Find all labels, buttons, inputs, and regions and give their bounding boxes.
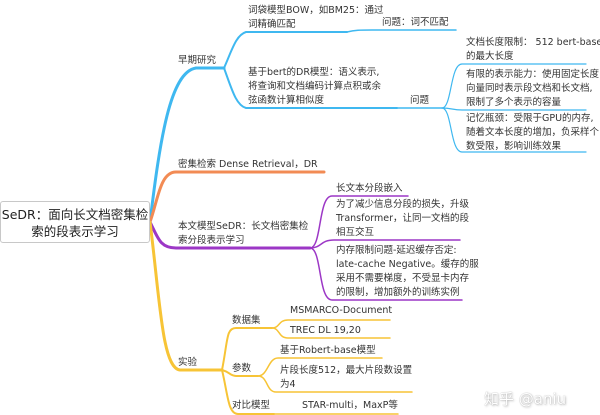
link-root-early: [148, 66, 226, 224]
sedr-item-2-line-3: 相互交互: [336, 227, 375, 238]
node-params: 参数: [232, 363, 252, 374]
link-exp-dataset: [221, 327, 273, 371]
link-params-2: [257, 375, 413, 393]
node-bert-problem: 问题: [410, 95, 430, 106]
problem-2-line-3: 限制了多个表示的容量: [466, 97, 562, 108]
link-sedr-1: [309, 195, 409, 249]
problem-1-line-2: 的最大长度: [466, 51, 514, 62]
node-bow-line-1: 词袋模型BOW，如BM25：通过: [248, 5, 384, 16]
node-compare-models: 对比模型: [232, 400, 271, 411]
link-exp-compare: [221, 369, 275, 415]
link-bow-problem: [346, 29, 457, 33]
link-early-bow: [223, 31, 348, 69]
sedr-item-3-line-4: 的限制，增加额外的训练实例: [336, 287, 460, 298]
node-bow-problem: 问题：词不匹配: [382, 17, 449, 28]
node-bow-line-2: 词精确匹配: [248, 19, 296, 30]
node-sedr-line-2: 索分段表示学习: [178, 235, 245, 246]
watermark: 知乎 @aniu: [484, 390, 567, 408]
node-sedr-line-1: 本文模型SeDR：长文档密集检: [178, 221, 309, 232]
link-problem-2: [441, 107, 587, 111]
node-experiments: 实验: [178, 357, 198, 368]
link-early-bert: [223, 67, 398, 109]
params-item-2-line-1: 片段长度512，最大片段数设置: [280, 365, 413, 376]
link-sedr-2: [309, 239, 461, 249]
link-root-sedr: [148, 220, 312, 250]
node-bert-line-3: 弦函数计算相似度: [248, 95, 325, 106]
sedr-item-3-line-2: late-cache Negative。缓存的服: [336, 259, 479, 270]
problem-3-line-3: 数受限，影响训练效果: [466, 141, 562, 152]
sedr-item-3-line-3: 采用不需要梯度，不受显卡内存: [336, 273, 470, 284]
sedr-item-3-line-1: 内存限制问题-延迟缓存否定:: [336, 245, 457, 256]
sedr-item-1: 长文本分段嵌入: [336, 183, 403, 194]
node-bert-line-1: 基于bert的DR模型：语义表示,: [248, 67, 380, 78]
node-bert-line-2: 将查询和文档编码计算点积或余: [248, 81, 382, 92]
node-early-research: 早期研究: [178, 55, 217, 66]
root-node: SeDR：面向长文档密集检 索的段表示学习: [0, 201, 150, 243]
problem-3-line-2: 随着文本长度的增加，负采样个: [466, 127, 600, 138]
node-dataset: 数据集: [232, 315, 261, 326]
link-problem-1: [441, 63, 587, 109]
sedr-item-2-line-1: 为了减少信息分段的损失，升级: [336, 199, 470, 210]
compare-item-1: STAR-multi，MaxP等: [302, 400, 398, 411]
link-sedr-3: [309, 247, 463, 301]
params-item-2-line-2: 为4: [280, 379, 296, 390]
params-item-1: 基于Robert-base模型: [280, 345, 376, 356]
root-line-2: 索的段表示学习: [31, 224, 119, 239]
problem-1-line-1: 文档长度限制： 512 bert-base: [466, 37, 600, 48]
link-exp-params: [221, 369, 259, 377]
dataset-item-1: MSMARCO-Document: [290, 305, 393, 316]
link-dataset-2: [271, 327, 391, 339]
problem-2-line-1: 有限的表示能力：使用固定长度: [466, 69, 600, 80]
sedr-item-2-line-2: Transformer，让同一文档的段: [336, 213, 470, 224]
problem-3-line-1: 记忆瓶颈：受限于GPU的内存,: [466, 113, 594, 124]
node-dense-retrieval: 密集检索 Dense Retrieval，DR: [178, 159, 318, 170]
dataset-item-2: TREC DL 19,20: [290, 325, 361, 336]
problem-2-line-2: 向量同时表示段文档和长文档,: [466, 83, 593, 94]
root-line-1: SeDR：面向长文档密集检: [1, 207, 149, 222]
link-params-1: [257, 357, 383, 377]
link-problem-3: [441, 107, 587, 153]
link-root-exp: [148, 220, 224, 372]
link-root-dense: [148, 170, 326, 224]
